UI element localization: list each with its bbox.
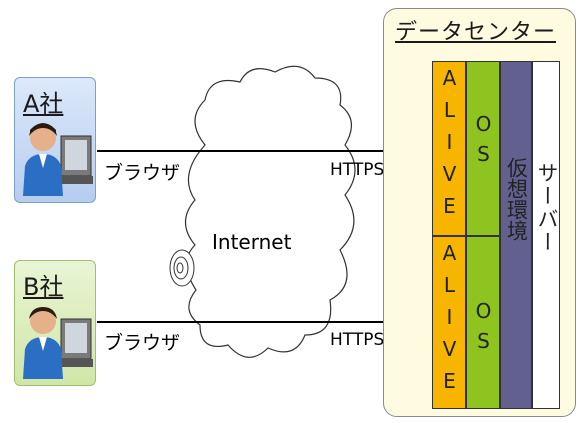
internet-label: Internet: [212, 230, 292, 254]
company-b-box: B社: [14, 260, 96, 386]
server-label: サーバー: [535, 162, 559, 254]
virtual-environment-label: 仮想環境: [504, 157, 529, 241]
user-at-computer-icon: [23, 123, 93, 196]
browser-label-a: ブラウザ: [104, 162, 181, 184]
os-layer-a: OS: [466, 61, 500, 236]
alive-layer-a: ALIVE: [432, 61, 466, 236]
browser-label-b: ブラウザ: [104, 332, 181, 354]
https-label-b: HTTPS: [330, 330, 385, 350]
user-at-computer-icon: [23, 307, 93, 379]
company-a-label: A社: [23, 90, 64, 118]
company-a-box: A社: [14, 77, 96, 203]
datacenter-title: データセンター: [395, 20, 557, 45]
os-label-a: OS: [471, 112, 496, 172]
alive-label-a: ALIVE: [437, 66, 462, 226]
internet-cloud: [184, 65, 356, 358]
company-b-label: B社: [23, 273, 64, 301]
os-layer-b: OS: [466, 236, 500, 409]
server-layer: サーバー: [532, 61, 560, 409]
os-label-b: OS: [471, 299, 496, 359]
alive-layer-b: ALIVE: [432, 236, 466, 409]
alive-label-b: ALIVE: [437, 241, 462, 401]
https-label-a: HTTPS: [330, 160, 385, 180]
virtual-environment-layer: 仮想環境: [500, 61, 532, 409]
